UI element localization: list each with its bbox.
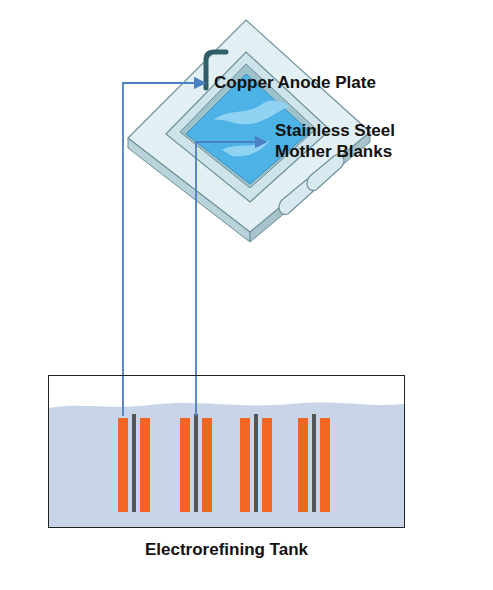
mother-blank: [254, 414, 258, 512]
copper-anode: [320, 418, 330, 512]
copper-anode: [140, 418, 150, 512]
electrolyte: [49, 402, 404, 527]
mother-blank: [132, 414, 136, 512]
leader-line: [123, 83, 205, 416]
copper-anode: [298, 418, 308, 512]
tank-outline: Electrorefining Tank: [48, 375, 405, 528]
copper-anode: [180, 418, 190, 512]
copper-anode: [262, 418, 272, 512]
tank-caption: Electrorefining Tank: [49, 539, 404, 560]
copper-anode: [240, 418, 250, 512]
electrode-plates: [118, 414, 330, 512]
part-label: Stainless Steel Mother Blanks: [275, 120, 425, 162]
part-label: Copper Anode Plate: [214, 72, 414, 93]
copper-anode: [118, 418, 128, 512]
copper-anode: [202, 418, 212, 512]
mother-blank: [194, 414, 198, 512]
mother-blank: [312, 414, 316, 512]
